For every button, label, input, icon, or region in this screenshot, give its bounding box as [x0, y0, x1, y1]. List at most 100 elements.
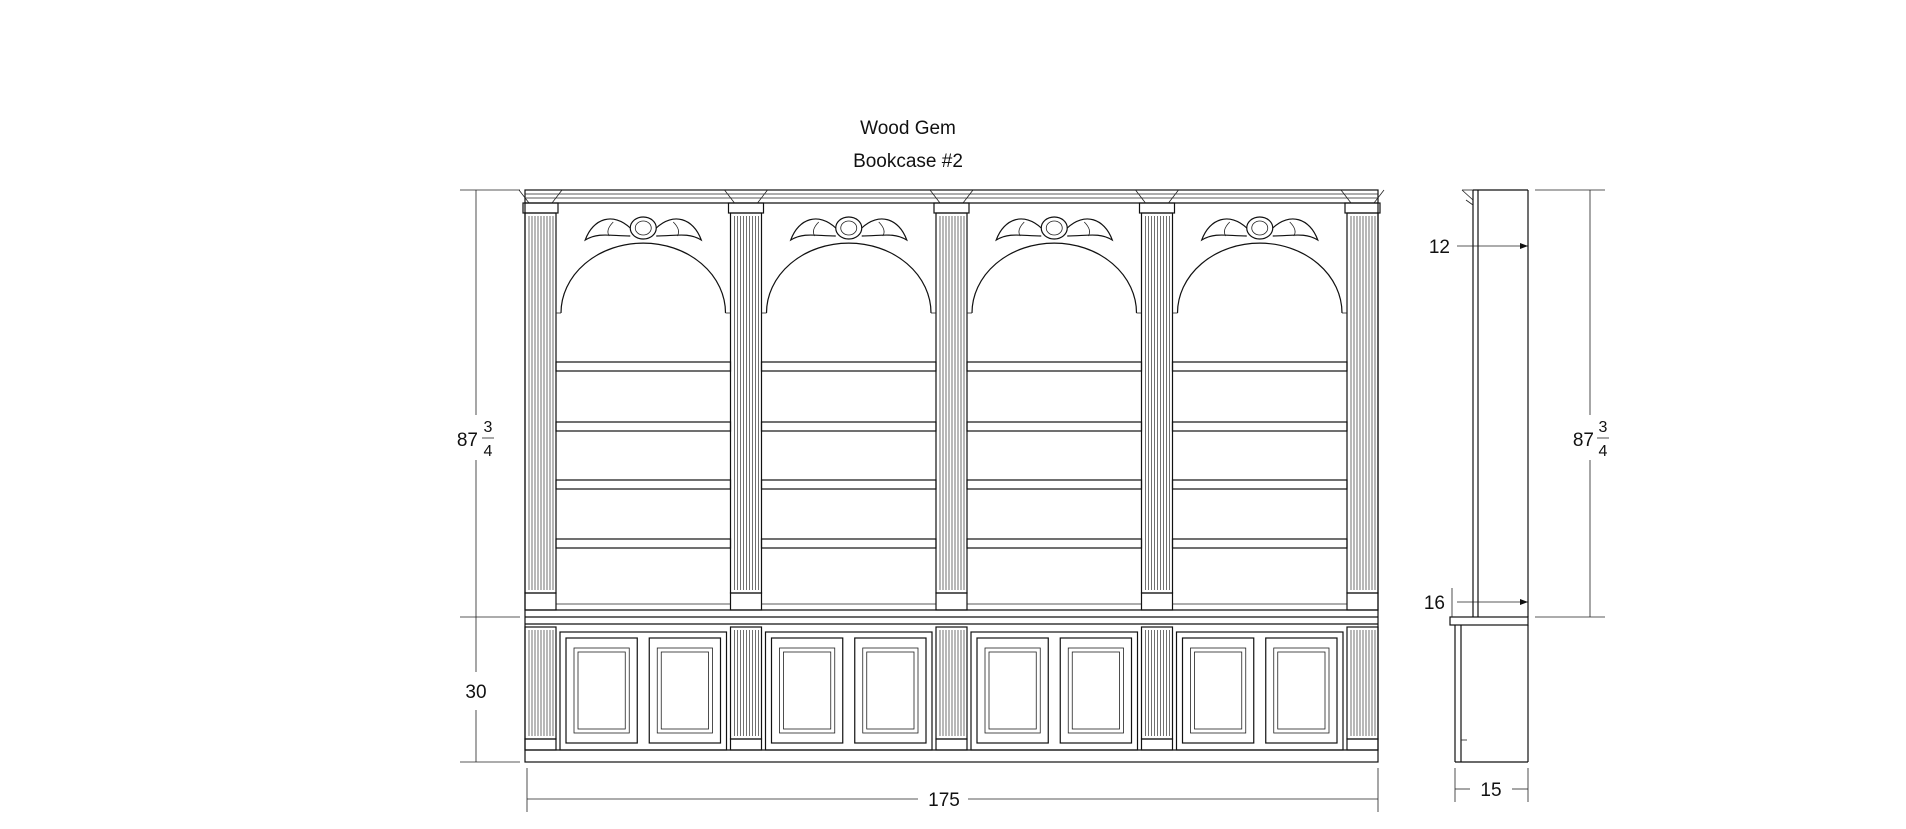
- crown-miter: [757, 189, 768, 204]
- shelf: [966, 479, 1143, 490]
- ornament-curl: [878, 221, 885, 237]
- front-elevation: 87 3 4 30 175: [457, 189, 1385, 812]
- pilaster-capital: [1344, 202, 1381, 214]
- pilaster-upper: [935, 212, 968, 594]
- bay: [966, 216, 1143, 751]
- door-raised-panel: [984, 647, 1041, 734]
- ornament-scroll-left: [789, 218, 837, 242]
- door-frame: [559, 631, 728, 751]
- ornament-curl: [1018, 221, 1025, 237]
- pilaster-capital: [727, 202, 765, 214]
- pilaster-lower-plinth: [1140, 738, 1174, 751]
- pilasters-group: [518, 189, 1385, 751]
- pilaster-lower-plinth: [1346, 738, 1379, 751]
- crown-miter: [1340, 189, 1352, 204]
- bay: [1171, 216, 1348, 751]
- crown-miter: [1168, 189, 1179, 204]
- pilaster-lower-plinth: [729, 738, 763, 751]
- door-panel-inner: [1194, 651, 1243, 730]
- pilaster-lower-plinth: [524, 738, 557, 751]
- door-panel-inner: [660, 651, 709, 730]
- cabinet-door: [648, 637, 722, 744]
- shelf: [555, 421, 732, 432]
- dim-arrow: [1520, 243, 1528, 249]
- ornament-curl: [607, 221, 614, 237]
- ornament-medallion: [1040, 216, 1068, 240]
- dim-counter-depth: 16: [1424, 593, 1445, 614]
- ornament-scroll-left: [1200, 218, 1248, 242]
- pilaster-plinth: [935, 592, 968, 611]
- pilaster-lower: [935, 626, 968, 740]
- crown-profile: [1465, 199, 1474, 206]
- ornament-medallion: [1246, 216, 1274, 240]
- dim-upper-height-whole: 87: [457, 430, 478, 451]
- door-frame: [1175, 631, 1344, 751]
- pilaster-lower: [524, 626, 557, 740]
- bay: [555, 216, 732, 751]
- door-panel-inner: [988, 651, 1037, 730]
- dim-lower-height: 30: [465, 682, 486, 703]
- dim-side-height-den: 4: [1599, 443, 1608, 460]
- pilaster-plinth: [1346, 592, 1379, 611]
- ornament-scroll-left: [995, 218, 1042, 242]
- crown-miter: [518, 189, 530, 204]
- ornament-medallion-inner: [1251, 220, 1269, 236]
- pilaster-lower: [1140, 626, 1174, 740]
- shelf: [760, 538, 937, 549]
- cabinet-door: [565, 637, 638, 744]
- bay-arch: [1176, 242, 1343, 314]
- cabinet-door: [1181, 637, 1255, 744]
- cabinet-door: [854, 637, 927, 744]
- pilaster-plinth: [524, 592, 557, 611]
- ornament-scroll-right: [1066, 218, 1114, 242]
- dim-side-height-num: 3: [1599, 419, 1608, 436]
- door-frame: [764, 631, 933, 751]
- shelf: [760, 361, 937, 372]
- shelf: [555, 538, 732, 549]
- door-raised-panel: [1190, 647, 1247, 734]
- dim-upper-height-num: 3: [484, 419, 493, 436]
- ornament-scroll-left: [584, 218, 631, 242]
- ornament-medallion-inner: [1045, 220, 1063, 236]
- shelf: [1171, 361, 1348, 372]
- door-panel-inner: [577, 651, 626, 730]
- cabinet-door: [1265, 637, 1338, 744]
- crown-miter: [724, 189, 735, 204]
- pilaster-upper: [1346, 212, 1379, 594]
- door-panel-inner: [783, 651, 832, 730]
- crown-miter: [1373, 189, 1385, 204]
- dim-arrow: [1520, 599, 1528, 605]
- crown-miter: [962, 189, 974, 204]
- bay-arch: [560, 242, 727, 314]
- ornament-medallion-inner: [840, 220, 858, 236]
- shelf: [966, 538, 1143, 549]
- dim-top-depth: 12: [1429, 237, 1450, 258]
- door-raised-panel: [1273, 647, 1330, 734]
- shelf: [1171, 479, 1348, 490]
- door-raised-panel: [656, 647, 713, 734]
- ornament-curl: [1083, 221, 1090, 237]
- bay: [760, 216, 937, 751]
- door-raised-panel: [779, 647, 836, 734]
- pilaster-upper: [729, 212, 763, 594]
- side-elevation: 12 16 87 3 4 15: [1424, 189, 1609, 802]
- ornament-scroll-right: [655, 218, 703, 242]
- crown-miter: [551, 189, 563, 204]
- pilaster-capital: [933, 202, 970, 214]
- door-raised-panel: [862, 647, 919, 734]
- dim-side-height-whole: 87: [1573, 430, 1594, 451]
- shelf: [555, 479, 732, 490]
- bay-arch: [971, 242, 1138, 314]
- pilaster-lower-plinth: [935, 738, 968, 751]
- pilaster-plinth: [729, 592, 763, 611]
- ornament-medallion-inner: [634, 220, 652, 236]
- crown-miter: [929, 189, 941, 204]
- shelf: [760, 479, 937, 490]
- pilaster-capital: [1138, 202, 1176, 214]
- shelf: [966, 421, 1143, 432]
- title-line-2: Bookcase #2: [853, 151, 963, 172]
- ornament-medallion: [835, 216, 863, 240]
- shelf: [1171, 421, 1348, 432]
- ornament-curl: [813, 221, 820, 237]
